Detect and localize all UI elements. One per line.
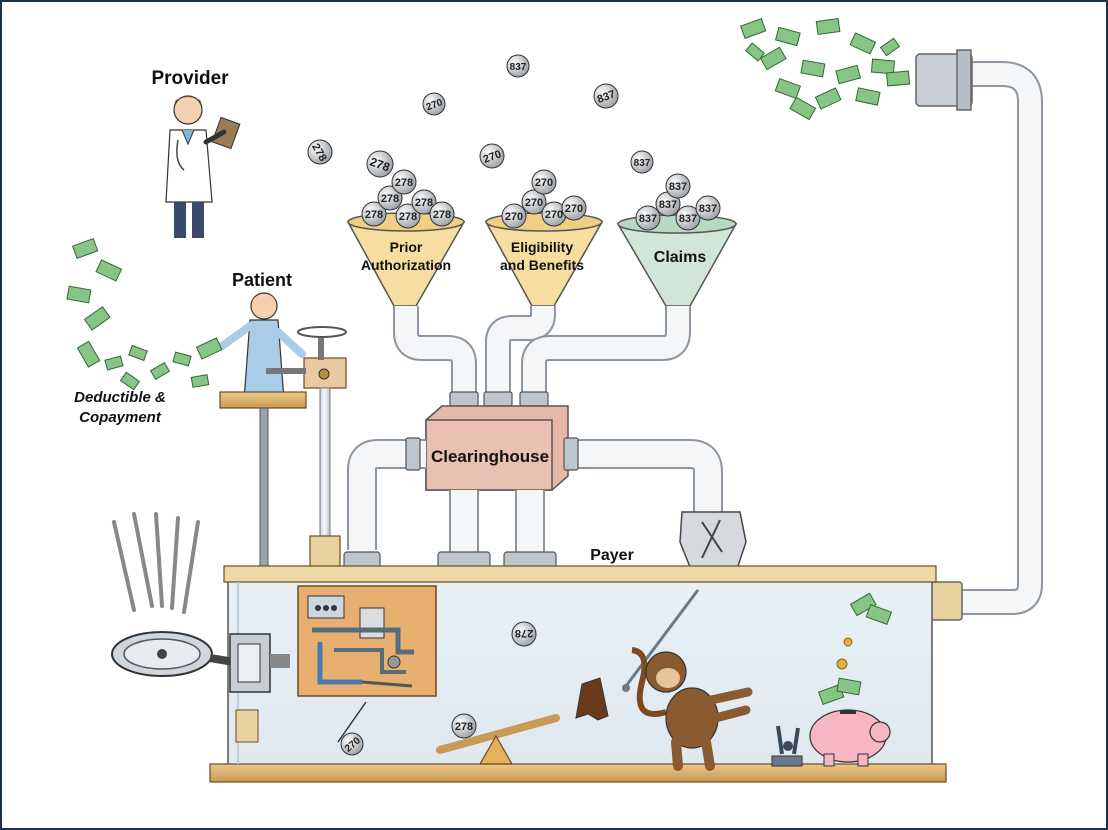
ball-code: 278	[399, 211, 417, 223]
patient-label: Patient	[232, 270, 292, 290]
ball-code: 278	[368, 155, 392, 175]
deductible-label-line2: Copayment	[79, 409, 162, 426]
flying-ball: 837	[593, 83, 619, 109]
clearinghouse-label: Clearinghouse	[431, 447, 549, 466]
ball-code: 837	[639, 213, 657, 225]
money-in-tank	[817, 592, 893, 705]
clearinghouse-box	[425, 405, 569, 491]
flying-ball: 270	[479, 143, 505, 169]
patient-platform	[219, 391, 307, 569]
flying-ball: 837	[506, 54, 530, 78]
flying-ball: 270	[422, 92, 446, 116]
provider-figure	[165, 95, 241, 238]
patient-figure	[218, 292, 306, 401]
funnel-ball: 278	[395, 203, 421, 229]
funnel-ball: 837	[665, 173, 691, 199]
ball-code: 837	[510, 62, 527, 73]
funnel-ball: 278	[361, 201, 387, 227]
pipe-couplings	[449, 391, 549, 407]
ball-code: 270	[505, 211, 523, 223]
switch-box	[229, 633, 290, 743]
eligibility-label-line2: and Benefits	[500, 257, 584, 273]
fan-device	[111, 512, 235, 677]
ball-code: 278	[433, 209, 451, 221]
money-spray-left	[66, 237, 223, 391]
ball-code: 270	[535, 177, 553, 189]
ball-code: 278	[455, 721, 473, 733]
seesaw	[436, 714, 560, 765]
piggy-bank	[809, 709, 891, 767]
flying-ball: 278	[307, 139, 333, 165]
tank-balls: 278 278 270	[340, 621, 537, 756]
funnel-pipes	[393, 306, 691, 394]
provider-label: Provider	[151, 68, 229, 89]
funnel-ball: 270	[541, 201, 567, 227]
ball-code: 837	[659, 199, 677, 211]
prior-auth-label-line1: Prior	[390, 239, 423, 255]
flying-transaction-balls: 278 278 270 270 837 837 837	[307, 54, 654, 178]
tank-ball: 278	[511, 621, 537, 647]
funnel-ball: 837	[695, 195, 721, 221]
funnel-ball: 278	[391, 169, 417, 195]
funnel-ball: 837	[635, 205, 661, 231]
ball-code: 837	[679, 213, 697, 225]
boot-lever	[575, 589, 700, 721]
ball-code: 270	[482, 148, 503, 166]
crank-mechanism	[266, 326, 347, 571]
ball-code: 837	[669, 181, 687, 193]
ball-code: 278	[365, 209, 383, 221]
ball-code: 270	[545, 209, 563, 221]
funnel-ball: 278	[429, 201, 455, 227]
claims-label: Claims	[654, 249, 707, 266]
funnel-ball: 270	[521, 189, 547, 215]
funnel-ball: 837	[675, 205, 701, 231]
tank-ball: 278	[451, 713, 477, 739]
flying-ball: 278	[366, 150, 394, 178]
ball-code: 278	[415, 197, 433, 209]
prior-auth-label-line2: Authorization	[361, 257, 451, 273]
ball-code: 278	[381, 193, 399, 205]
ball-code: 837	[699, 203, 717, 215]
ball-code: 278	[515, 627, 533, 639]
ball-code: 837	[634, 158, 651, 169]
eligibility-label-line1: Eligibility	[511, 239, 573, 255]
ball-code: 270	[565, 203, 583, 215]
ball-code: 270	[525, 197, 543, 209]
ball-code: 270	[425, 97, 445, 113]
money-return-pipe	[915, 49, 1043, 621]
sorter-device	[679, 511, 747, 573]
control-board	[297, 585, 437, 743]
ball-code: 837	[596, 88, 617, 106]
funnel-ball: 270	[501, 203, 527, 229]
flying-ball: 837	[630, 150, 654, 174]
monkey-figure	[631, 647, 753, 771]
clearinghouse-side-pipes	[347, 439, 723, 554]
funnel-ball: 270	[531, 169, 557, 195]
pipe-flanges	[343, 437, 579, 569]
payer-label: Payer	[590, 547, 634, 564]
money-spray-top	[739, 17, 911, 121]
coin-stamper	[771, 725, 803, 767]
ball-code: 278	[395, 177, 413, 189]
funnel-ball: 278	[411, 189, 437, 215]
funnel-ball: 278	[377, 185, 403, 211]
funnel-ball: 270	[561, 195, 587, 221]
tank-ball: 270	[340, 732, 364, 756]
deductible-label-line1: Deductible &	[74, 389, 166, 406]
